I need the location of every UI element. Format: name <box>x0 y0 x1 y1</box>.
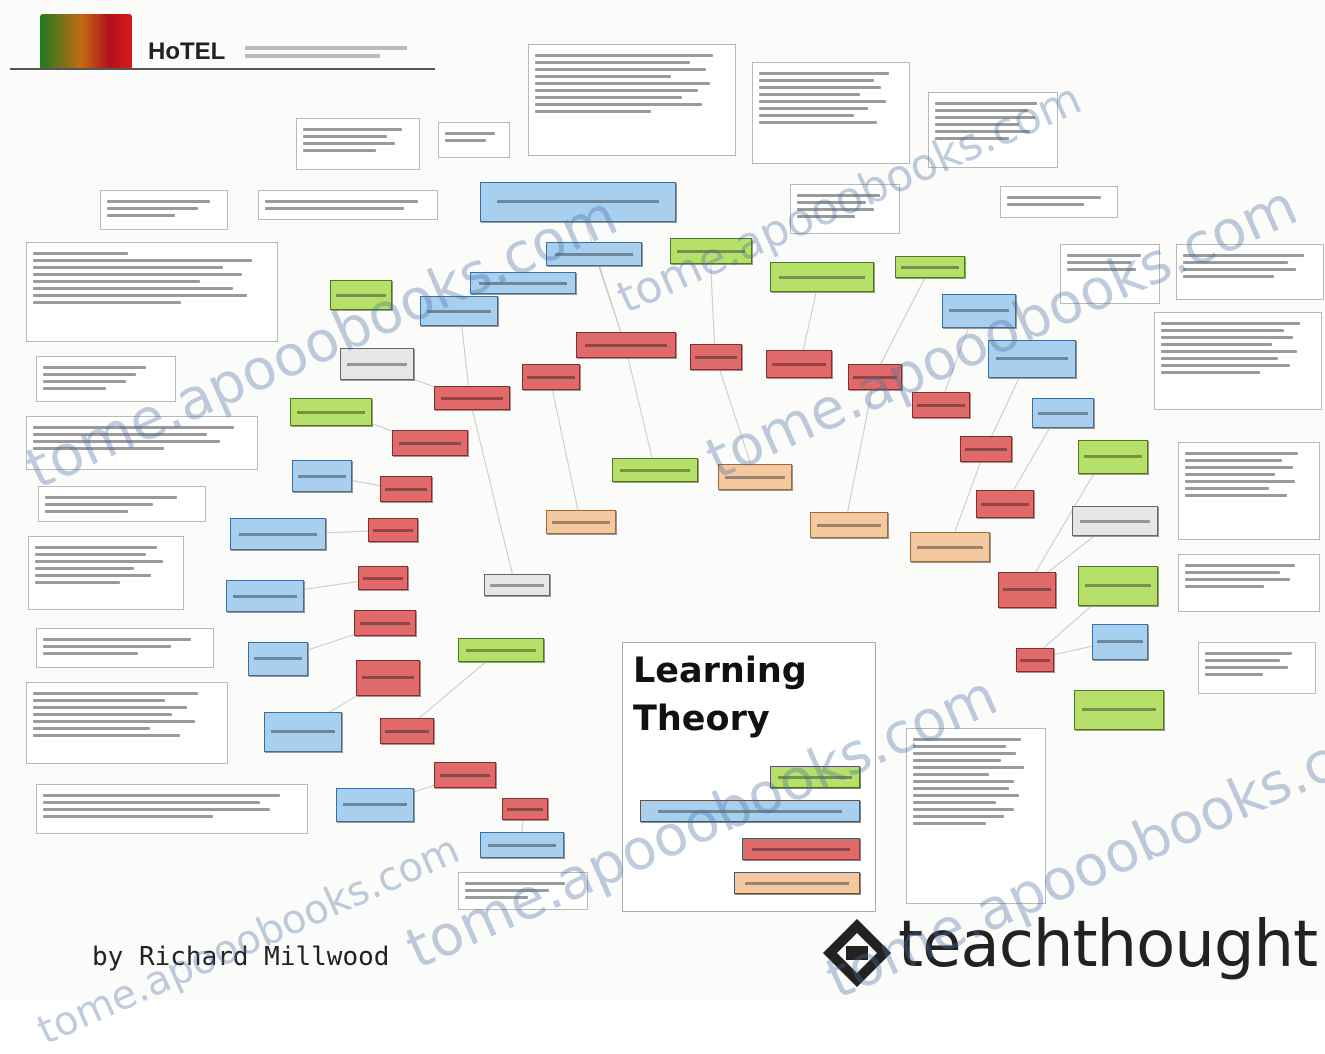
concept-node[interactable] <box>434 762 496 788</box>
note-box <box>1060 244 1160 304</box>
concept-node[interactable] <box>576 332 676 358</box>
concept-node[interactable] <box>368 518 418 542</box>
legend-item-green <box>770 766 860 788</box>
concept-node[interactable] <box>1092 624 1148 660</box>
concept-node[interactable] <box>942 294 1016 328</box>
concept-node[interactable] <box>546 510 616 534</box>
note-box <box>258 190 438 220</box>
legend-title: Learning Theory <box>633 647 807 743</box>
concept-node[interactable] <box>1078 566 1158 606</box>
concept-node[interactable] <box>912 392 970 418</box>
note-box <box>1000 186 1118 218</box>
teachthought-logo-icon <box>822 918 892 988</box>
note-box <box>38 486 206 522</box>
note-box <box>906 728 1046 904</box>
note-box <box>1178 554 1320 612</box>
concept-node[interactable] <box>356 660 420 696</box>
concept-node[interactable] <box>1072 506 1158 536</box>
concept-node[interactable] <box>1016 648 1054 672</box>
concept-node[interactable] <box>420 296 498 326</box>
concept-node[interactable] <box>546 242 642 266</box>
concept-node[interactable] <box>336 788 414 822</box>
concept-node[interactable] <box>670 238 752 264</box>
concept-node[interactable] <box>1032 398 1094 428</box>
note-box <box>1154 312 1322 410</box>
concept-node[interactable] <box>718 464 792 490</box>
concept-node[interactable] <box>770 262 874 292</box>
note-box <box>26 242 278 342</box>
concept-node[interactable] <box>522 364 580 390</box>
note-box <box>458 872 588 910</box>
concept-node[interactable] <box>1074 690 1164 730</box>
note-box <box>36 628 214 668</box>
note-box <box>438 122 510 158</box>
concept-node[interactable] <box>230 518 326 550</box>
note-box <box>28 536 184 610</box>
concept-node[interactable] <box>380 718 434 744</box>
concept-node[interactable] <box>358 566 408 590</box>
concept-node[interactable] <box>810 512 888 538</box>
concept-node[interactable] <box>470 272 576 294</box>
note-box <box>1178 442 1320 540</box>
concept-node[interactable] <box>434 386 510 410</box>
concept-node[interactable] <box>380 476 432 502</box>
note-box <box>790 184 900 234</box>
teachthought-brand: teachthought <box>898 908 1318 982</box>
legend-title-line-2: Theory <box>633 699 770 739</box>
hotel-logo-text: HoTEL <box>148 38 226 65</box>
legend-title-line-1: Learning <box>633 651 807 691</box>
author-credit: by Richard Millwood <box>92 942 390 972</box>
concept-node[interactable] <box>226 580 304 612</box>
concept-node[interactable] <box>988 340 1076 378</box>
hotel-subtitle-lines <box>245 42 425 64</box>
concept-node[interactable] <box>910 532 990 562</box>
concept-node[interactable] <box>502 798 548 820</box>
concept-map-canvas: HoTEL <box>10 14 1325 1054</box>
concept-node[interactable] <box>354 610 416 636</box>
concept-node[interactable] <box>458 638 544 662</box>
concept-node[interactable] <box>976 490 1034 518</box>
concept-node[interactable] <box>392 430 468 456</box>
concept-node[interactable] <box>1078 440 1148 474</box>
concept-node[interactable] <box>330 280 392 310</box>
note-box <box>528 44 736 156</box>
concept-node[interactable] <box>766 350 832 378</box>
note-box <box>1198 642 1316 694</box>
concept-node[interactable] <box>248 642 308 676</box>
legend-item-blue <box>640 800 860 822</box>
concept-node[interactable] <box>264 712 342 752</box>
concept-node[interactable] <box>480 832 564 858</box>
note-box <box>296 118 420 170</box>
concept-node[interactable] <box>292 460 352 492</box>
note-box <box>100 190 228 230</box>
concept-node[interactable] <box>612 458 698 482</box>
note-box <box>36 784 308 834</box>
concept-node[interactable] <box>998 572 1056 608</box>
concept-node[interactable] <box>690 344 742 370</box>
note-box <box>928 92 1058 168</box>
note-box <box>1176 244 1324 300</box>
concept-node[interactable] <box>484 574 550 596</box>
concept-node[interactable] <box>480 182 676 222</box>
legend-item-red <box>742 838 860 860</box>
note-box <box>26 416 258 470</box>
concept-node[interactable] <box>848 364 902 390</box>
concept-node[interactable] <box>340 348 414 380</box>
concept-node[interactable] <box>895 256 965 278</box>
legend-item-orange <box>734 872 860 894</box>
header-rule <box>10 68 435 70</box>
note-box <box>36 356 176 402</box>
concept-node[interactable] <box>960 436 1012 462</box>
hotel-logo <box>40 14 132 70</box>
note-box <box>26 682 228 764</box>
concept-node[interactable] <box>290 398 372 426</box>
note-box <box>752 62 910 164</box>
